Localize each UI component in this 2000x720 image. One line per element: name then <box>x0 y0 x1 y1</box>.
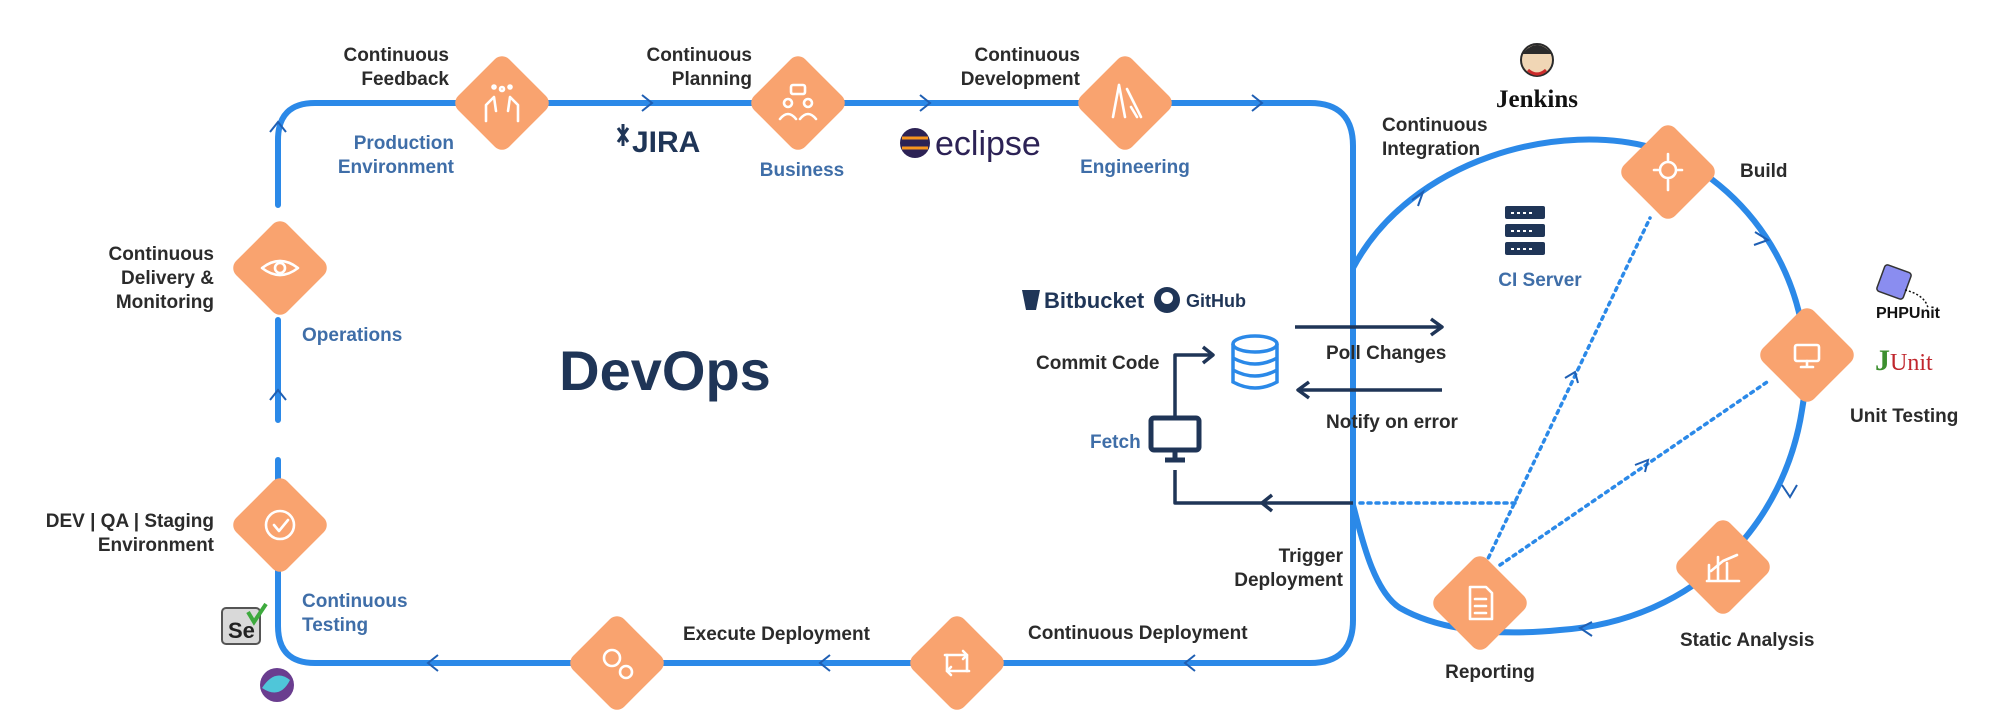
node-staging <box>233 478 327 572</box>
monitor-icon <box>1148 415 1202 463</box>
business-label: Business <box>760 160 844 181</box>
engineering-label: Engineering <box>1080 157 1190 178</box>
node-continuous-delivery <box>233 221 327 315</box>
poll-changes-label: Poll Changes <box>1326 343 1446 364</box>
devops-loop-path <box>275 100 1356 666</box>
monitor-icon <box>1793 343 1821 369</box>
devops-title: DevOps <box>559 339 771 402</box>
server-icon <box>1505 206 1545 255</box>
pencil-ruler-icon <box>1111 83 1143 119</box>
notify-on-error-label: Notify on error <box>1326 412 1459 433</box>
static-analysis-label: Static Analysis <box>1680 630 1814 651</box>
github-label: GitHub <box>1186 291 1246 311</box>
jenkins-label: Jenkins <box>1496 86 1578 113</box>
execute-deployment-label: Execute Deployment <box>683 624 871 645</box>
selenium-logo: Se <box>221 602 268 645</box>
jira-logo: JIRA <box>616 124 700 159</box>
database-icon <box>1231 334 1279 390</box>
github-logo: GitHub <box>1154 287 1246 313</box>
flow-direction-arrows <box>269 94 1798 672</box>
jenkins-logo: Jenkins <box>1496 43 1578 113</box>
build-label: Build <box>1740 161 1788 182</box>
bitbucket-label: Bitbucket <box>1044 288 1145 313</box>
reporting-label: Reporting <box>1445 662 1535 683</box>
phpunit-label: PHPUnit <box>1876 305 1941 322</box>
chart-icon <box>1705 553 1741 583</box>
operations-label: Operations <box>302 325 402 346</box>
node-execute-deployment <box>570 616 664 710</box>
selenium-label: Se <box>228 618 255 643</box>
hands-icon <box>484 84 520 123</box>
commit-flow <box>1173 317 1444 513</box>
jira-label: JIRA <box>632 126 700 159</box>
junit-unit-label: Unit <box>1890 350 1933 376</box>
check-icon <box>264 509 296 541</box>
ci-cycle-arc <box>1350 136 1809 636</box>
eye-icon <box>260 259 300 277</box>
node-unit-testing <box>1760 308 1854 402</box>
phpunit-logo: PHPUnit <box>1876 264 1941 322</box>
fetch-label: Fetch <box>1090 432 1141 453</box>
gear-icon <box>1652 152 1684 192</box>
junit-logo: J Unit <box>1875 344 1933 377</box>
continuous-deployment-label: Continuous Deployment <box>1028 623 1248 644</box>
node-continuous-feedback <box>455 56 549 150</box>
commit-code-label: Commit Code <box>1036 353 1160 374</box>
eclipse-logo: eclipse <box>900 125 1041 163</box>
node-continuous-deployment <box>910 616 1004 710</box>
gears-icon <box>602 648 634 680</box>
people-icon <box>778 83 818 121</box>
refresh-icon <box>943 649 971 677</box>
ci-server-label: CI Server <box>1498 270 1582 291</box>
reporting-links <box>1358 216 1772 567</box>
eclipse-label: eclipse <box>935 125 1041 163</box>
node-static-analysis <box>1676 520 1770 614</box>
unit-testing-label: Unit Testing <box>1850 406 1958 427</box>
node-continuous-planning <box>751 56 845 150</box>
node-build <box>1621 125 1715 219</box>
node-reporting <box>1433 556 1527 650</box>
testing-tool-logo <box>260 668 294 702</box>
bitbucket-logo: Bitbucket <box>1022 288 1145 313</box>
document-icon <box>1468 585 1494 621</box>
node-continuous-development <box>1078 56 1172 150</box>
junit-j-label: J <box>1875 344 1890 377</box>
